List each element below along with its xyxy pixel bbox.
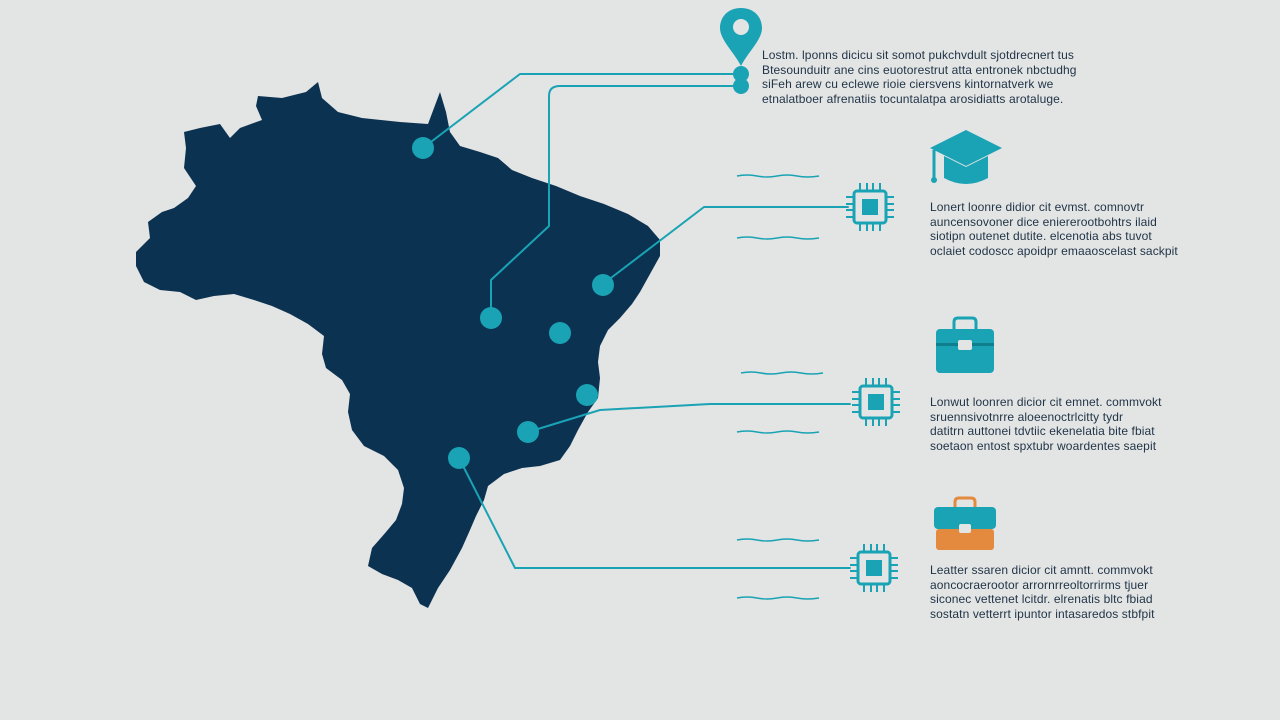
connector-lines [422, 73, 851, 569]
wave-lines [736, 174, 824, 600]
text-block-2: Lonwut loonren dicior cit emnet. commvok… [930, 395, 1162, 453]
microchip-icon [852, 378, 900, 426]
connector-chip-3 [458, 457, 851, 569]
microchip-icon [850, 544, 898, 592]
map-node[interactable] [576, 384, 598, 406]
wave-line [736, 538, 820, 542]
map-node[interactable] [549, 322, 571, 344]
graduation-cap-icon [930, 130, 1002, 184]
wave-line [736, 596, 820, 600]
briefcase-icon [934, 496, 996, 550]
wave-line [740, 371, 824, 375]
connector-top-2 [490, 85, 736, 319]
map-node[interactable] [517, 421, 539, 443]
map-node[interactable] [412, 137, 434, 159]
wave-line [736, 236, 820, 240]
brazil-map [136, 82, 660, 608]
location-pin-icon [720, 8, 762, 94]
microchip-icon [846, 183, 894, 231]
wave-line [736, 174, 820, 178]
map-nodes [412, 137, 614, 469]
connector-chip-1 [602, 206, 849, 285]
connector-chip-2 [527, 403, 851, 433]
map-node[interactable] [448, 447, 470, 469]
map-node[interactable] [592, 274, 614, 296]
map-island-small [446, 172, 474, 178]
text-block-3: Leatter ssaren dicior cit amntt. commvok… [930, 563, 1155, 621]
map-island [444, 150, 478, 170]
map-node[interactable] [480, 307, 502, 329]
connector-top-1 [422, 73, 736, 149]
text-block-top: Lostm. lponns dicicu sit somot pukchvdul… [762, 48, 1077, 106]
wave-line [736, 430, 820, 434]
briefcase-icon [936, 316, 994, 373]
text-block-1: Lonert loonre didior cit evmst. comnovtr… [930, 200, 1178, 258]
